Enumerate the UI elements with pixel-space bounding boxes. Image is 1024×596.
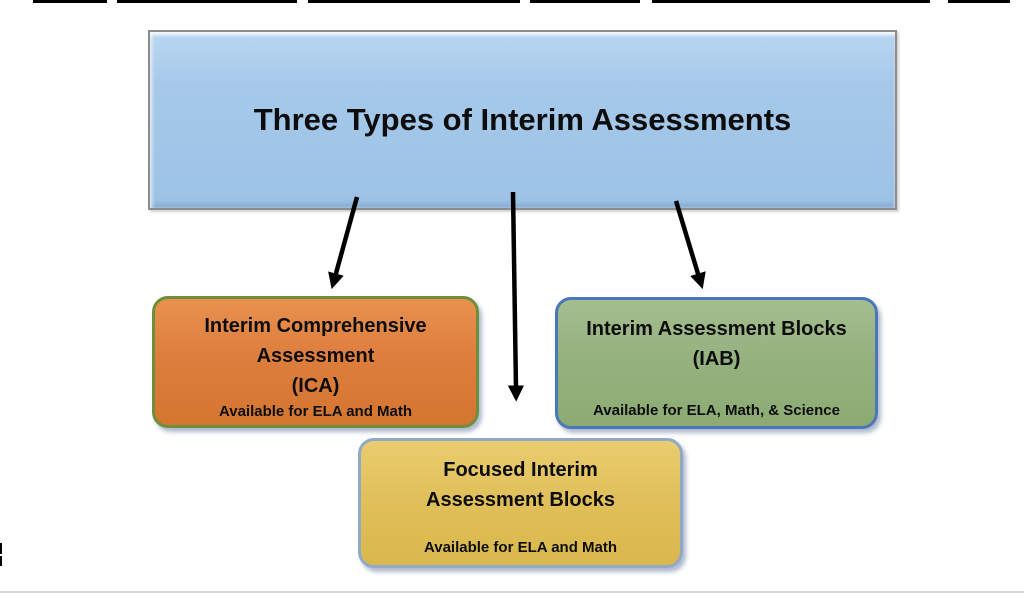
header-box: Three Types of Interim Assessments (148, 30, 897, 210)
node-ica: Interim Comprehensive Assessment (ICA) A… (152, 296, 479, 428)
frame-left-mark (0, 556, 2, 566)
arrow-header-to-fiab (507, 191, 525, 402)
frame-bottom-line (0, 591, 1024, 593)
node-iab-title-line2: (IAB) (692, 348, 741, 370)
node-iab: Interim Assessment Blocks (IAB) Availabl… (555, 297, 878, 429)
node-iab-availability: Available for ELA, Math, & Science (592, 402, 840, 419)
frame-top-line-segment (652, 0, 930, 3)
arrow-header-to-iab (673, 200, 706, 290)
frame-left-mark (0, 543, 2, 554)
node-fiab-title-line2: Assessment Blocks (426, 489, 615, 511)
node-fiab: Focused Interim Assessment Blocks Availa… (358, 438, 683, 568)
node-ica-availability: Available for ELA and Math (218, 403, 413, 420)
frame-top-line-segment (308, 0, 520, 3)
node-fiab-title-line1: Focused Interim (443, 459, 598, 481)
frame-top-line-segment (948, 0, 1010, 3)
frame-top-line-segment (117, 0, 297, 3)
node-ica-title-line2: Assessment (256, 345, 375, 367)
node-ica-title-line1: Interim Comprehensive (204, 315, 427, 337)
frame-top-line-segment (33, 0, 107, 3)
frame-top-line-segment (530, 0, 640, 3)
node-ica-title-line3: (ICA) (291, 375, 340, 397)
diagram-title: Three Types of Interim Assessments (253, 102, 792, 137)
node-iab-title-line1: Interim Assessment Blocks (586, 318, 847, 340)
node-fiab-availability: Available for ELA and Math (423, 539, 618, 556)
